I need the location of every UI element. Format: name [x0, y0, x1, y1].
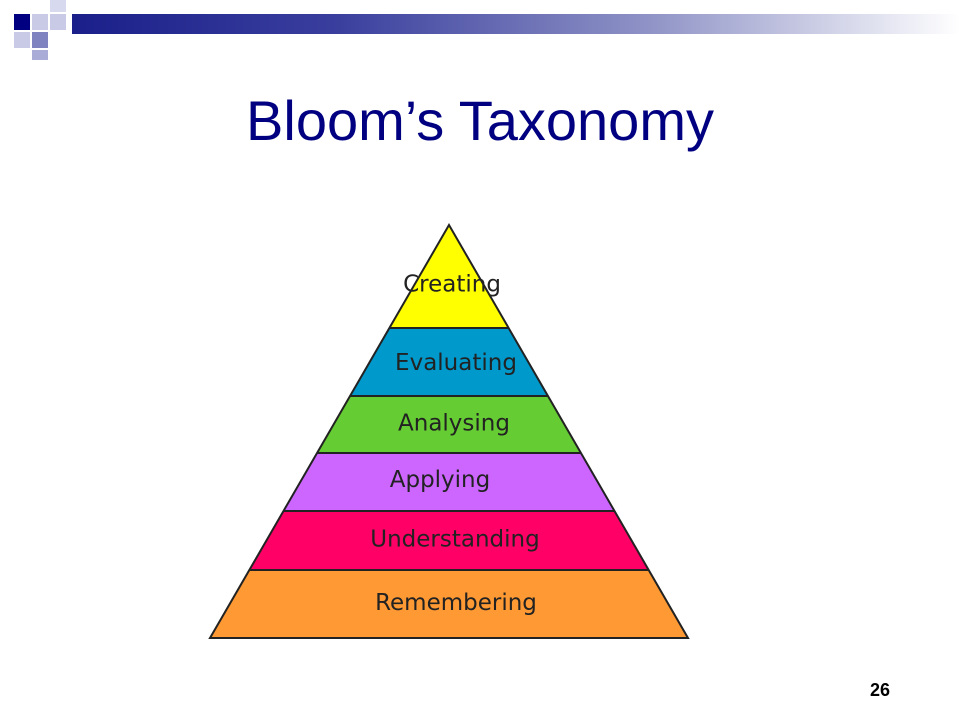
pyramid-level-evaluating [350, 328, 548, 396]
pyramid-label-remembering: Remembering [375, 590, 537, 616]
decor-square-mid [32, 32, 48, 48]
decor-square-light [50, 14, 66, 30]
decor-square-light [14, 32, 30, 48]
header-decoration [0, 0, 960, 60]
pyramid-level-creating [389, 225, 509, 328]
decor-square-light [50, 0, 66, 12]
pyramid-label-creating: Creating [403, 272, 501, 298]
pyramid-level-analysing [317, 396, 581, 453]
pyramid-label-analysing: Analysing [398, 411, 510, 437]
decor-square-light [32, 50, 48, 60]
blooms-pyramid: CreatingEvaluatingAnalysingApplyingUnder… [208, 223, 690, 639]
pyramid-label-evaluating: Evaluating [395, 350, 517, 376]
pyramid-level-understanding [249, 511, 649, 570]
decor-square-light [32, 14, 48, 30]
slide-title: Bloom’s Taxonomy [246, 89, 714, 152]
header-gradient-bar [72, 14, 960, 34]
pyramid-level-applying [283, 453, 615, 511]
decor-square-dark [14, 14, 30, 30]
pyramid-level-remembering [210, 570, 688, 638]
pyramid-outline [208, 223, 690, 639]
page-number: 26 [870, 680, 891, 700]
pyramid-label-applying: Applying [390, 467, 491, 493]
pyramid-label-understanding: Understanding [370, 527, 539, 553]
